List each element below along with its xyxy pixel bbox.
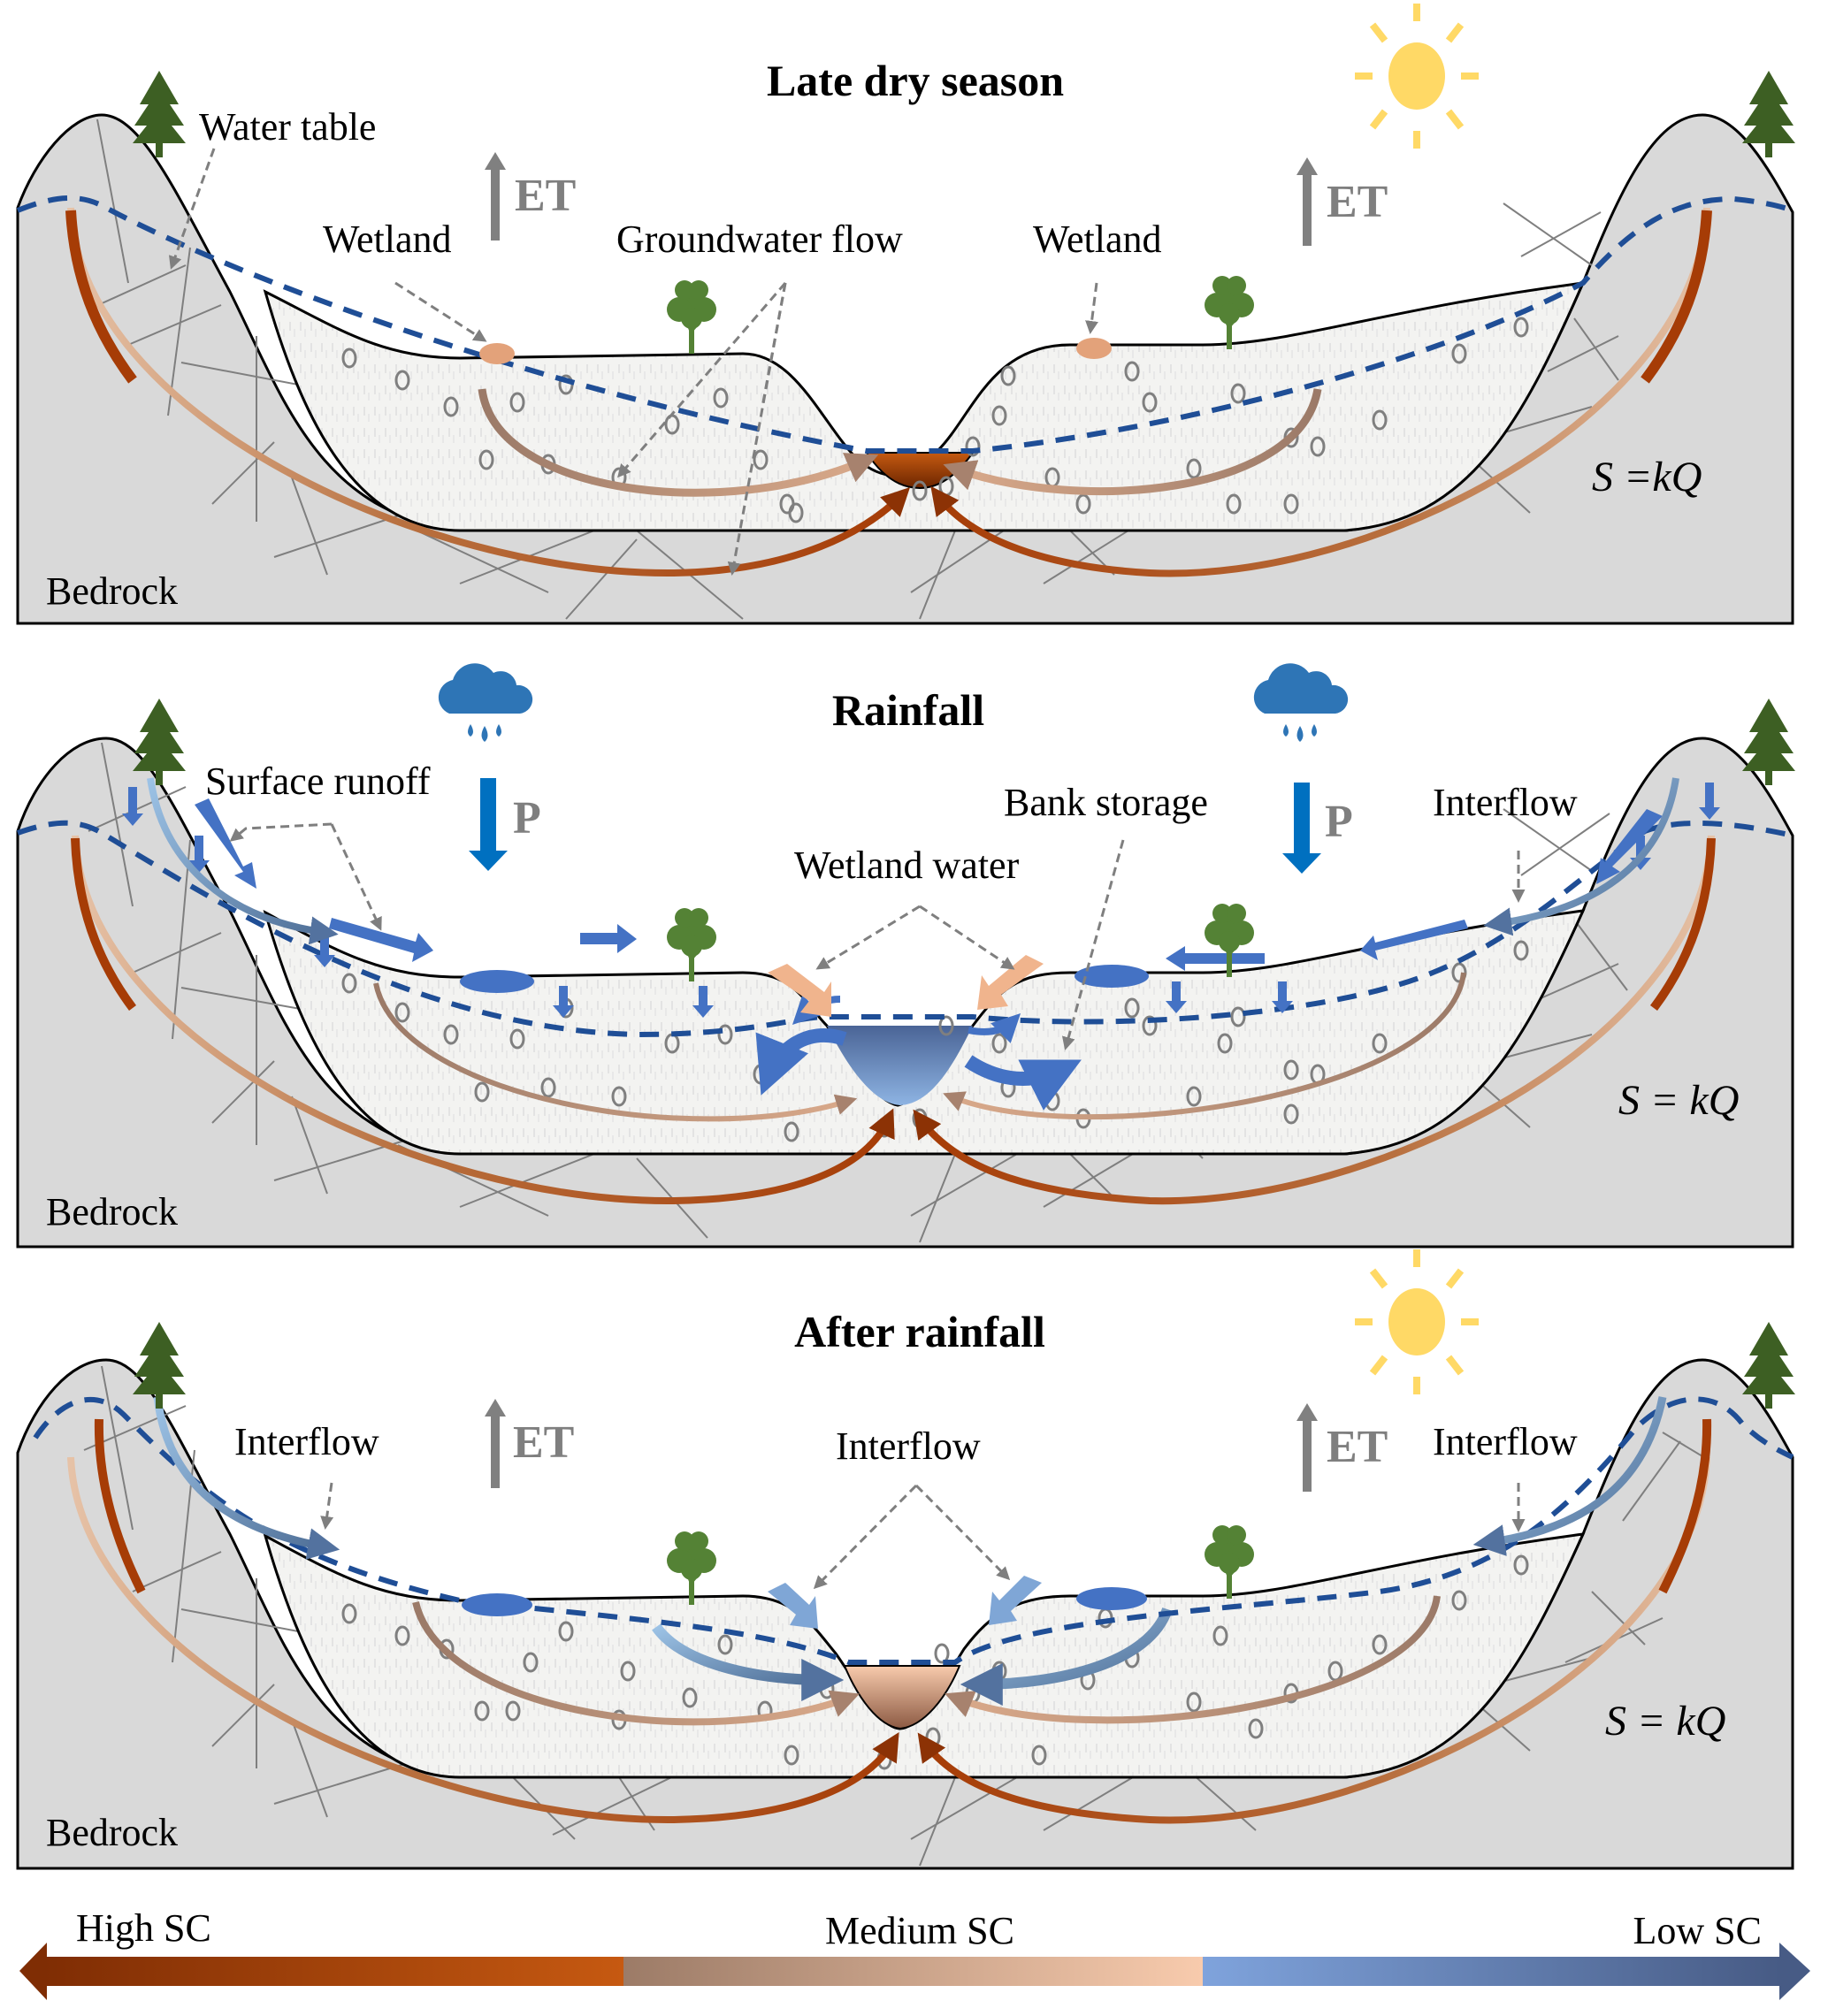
broadleaf-tree-icon [1203, 1523, 1256, 1600]
stream-channel [827, 1026, 973, 1105]
label-interflow: Interflow [1433, 1420, 1578, 1463]
label-bedrock: Bedrock [46, 1190, 178, 1233]
shallow-flow-arc-left [478, 388, 879, 497]
broadleaf-tree-icon [1203, 274, 1256, 351]
wetland-left [462, 1593, 532, 1616]
equation-label: S = kQ [1618, 1077, 1739, 1124]
surface-runoff-arrows [1166, 809, 1663, 971]
label-et: ET [1327, 177, 1388, 227]
deep-flow-arc-left [67, 1456, 899, 1824]
label-wetland: Wetland [323, 218, 452, 261]
panel-after-rainfall: After rainfall Interflow ET Interflow ET… [16, 1249, 1795, 1870]
legend-arrowhead-left [19, 1943, 47, 2000]
deep-flow-arc-left [72, 835, 895, 1205]
label-wetland: Wetland [1033, 218, 1162, 261]
legend-bar-high [44, 1957, 623, 1986]
wetland-left [479, 343, 515, 364]
shallow-flow-arc-left [412, 1601, 860, 1726]
bank-storage-arrow-right [964, 1055, 1082, 1111]
shallow-flow-arc-right [943, 388, 1322, 496]
label-wetland-water: Wetland water [794, 844, 1020, 887]
et-arrow-icon [485, 1399, 506, 1488]
surface-runoff-arrows [195, 798, 637, 962]
water-table-line [17, 820, 1794, 1038]
et-arrow-icon [485, 152, 506, 241]
label-et: ET [1327, 1422, 1388, 1472]
callout-arrows [320, 1482, 1526, 1590]
soil-aquifer [263, 1532, 1586, 1779]
label-et: ET [513, 1417, 574, 1468]
legend-bar-low [1203, 1957, 1779, 1986]
interflow-arrow-left [768, 1583, 818, 1629]
panel-title: Late dry season [767, 56, 1064, 105]
legend-label-low: Low SC [1633, 1909, 1762, 1952]
label-surface-runoff: Surface runoff [205, 760, 431, 803]
interflow-arc-right [960, 1607, 1173, 1706]
interflow-band-left [147, 777, 339, 945]
broadleaf-tree-icon [665, 1530, 718, 1607]
broadleaf-tree-icon [1203, 902, 1256, 979]
wetland-water-arrow-left [768, 964, 831, 1017]
wetland-right [1075, 965, 1149, 988]
interflow-arrow-right [989, 1576, 1042, 1625]
legend-label-medium: Medium SC [825, 1909, 1014, 1952]
label-precipitation: P [1325, 797, 1353, 847]
deep-flow-arc-left [67, 207, 911, 577]
panel-rainfall: Rainfall Surface runoff P Bank storage W… [16, 663, 1795, 1249]
label-groundwater-flow: Groundwater flow [616, 218, 903, 261]
rain-cloud-icon [438, 663, 533, 742]
callout-arrows [229, 822, 1526, 1050]
sc-legend: High SC Medium SC Low SC [19, 1906, 1810, 2000]
label-water-table: Water table [199, 105, 376, 149]
deep-flow-arc-right [930, 207, 1710, 577]
panel-title: Rainfall [832, 685, 984, 735]
label-interflow: Interflow [234, 1420, 379, 1463]
interflow-arc-left [652, 1623, 845, 1701]
label-precipitation: P [513, 793, 541, 844]
sun-icon [1355, 1249, 1479, 1394]
water-table-line [16, 195, 1794, 454]
bank-storage-arrow-left [755, 1028, 847, 1096]
rain-cloud-icon [1253, 663, 1349, 742]
soil-aquifer [263, 281, 1586, 532]
shallow-flow-arc-left [373, 982, 858, 1122]
deep-flow-arc-right [913, 835, 1715, 1205]
legend-arrowhead-right [1779, 1943, 1810, 2000]
label-bedrock: Bedrock [46, 569, 178, 613]
interflow-band-right [1483, 777, 1679, 936]
interflow-band-right [1472, 1396, 1667, 1556]
interflow-band-left [153, 1396, 340, 1560]
broadleaf-tree-icon [665, 279, 718, 355]
precipitation-arrow-icon [1282, 783, 1321, 874]
wetland-right [1076, 1587, 1147, 1610]
precipitation-arrow-icon [469, 778, 508, 871]
wetland-water-arrow-right [977, 955, 1044, 1010]
panel-title: After rainfall [794, 1307, 1045, 1356]
et-arrow-icon [1296, 1403, 1318, 1492]
label-et: ET [515, 171, 576, 221]
wetland-right [1076, 338, 1112, 359]
callout-arrows [168, 148, 1098, 576]
broadleaf-tree-icon [665, 906, 718, 983]
et-arrow-icon [1296, 157, 1318, 246]
label-interflow: Interflow [836, 1424, 981, 1468]
shallow-flow-arc-right [945, 1595, 1441, 1724]
legend-bar-medium [623, 1957, 1203, 1986]
shallow-flow-arc-right [943, 972, 1466, 1120]
label-bank-storage: Bank storage [1004, 781, 1208, 824]
label-bedrock: Bedrock [46, 1811, 178, 1854]
label-interflow: Interflow [1433, 781, 1578, 824]
equation-label: S = kQ [1605, 1698, 1725, 1745]
sun-icon [1355, 4, 1479, 149]
equation-label: S =kQ [1592, 454, 1702, 500]
deep-flow-arc-right [917, 1456, 1710, 1824]
legend-label-high: High SC [76, 1906, 211, 1950]
wetland-left [460, 970, 534, 993]
bank-storage-arrow-right [968, 1012, 1021, 1043]
panel-late-dry-season: Late dry season Water table Wetland ET G… [16, 4, 1795, 625]
